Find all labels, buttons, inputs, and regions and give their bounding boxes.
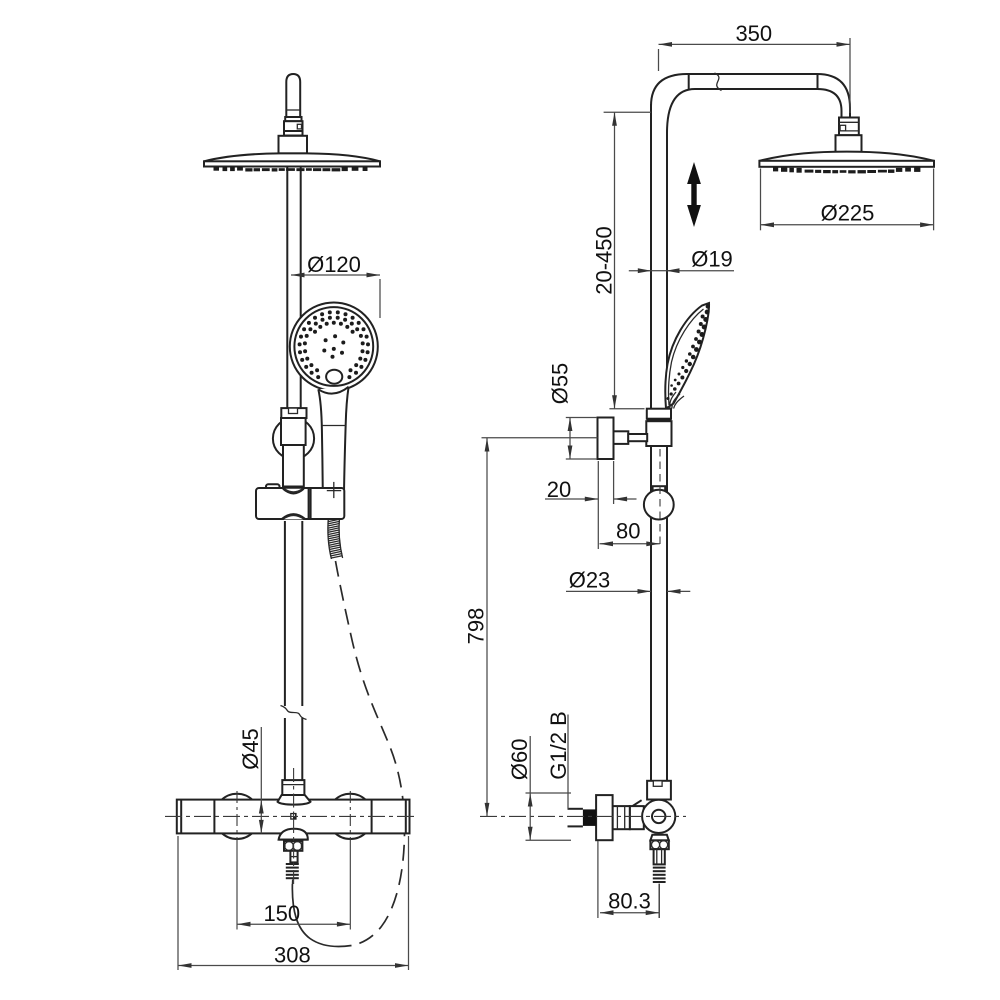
- svg-text:Ø19: Ø19: [691, 247, 733, 272]
- svg-text:G1/2 B: G1/2 B: [546, 711, 571, 779]
- svg-text:Ø23: Ø23: [569, 568, 611, 593]
- svg-text:308: 308: [274, 942, 311, 967]
- svg-text:798: 798: [463, 608, 488, 645]
- svg-text:Ø55: Ø55: [547, 363, 572, 405]
- svg-text:150: 150: [263, 901, 300, 926]
- svg-text:350: 350: [735, 21, 772, 46]
- svg-text:80.3: 80.3: [608, 889, 651, 914]
- svg-text:Ø225: Ø225: [821, 201, 875, 226]
- svg-text:20-450: 20-450: [591, 226, 616, 295]
- svg-text:Ø45: Ø45: [238, 728, 263, 770]
- svg-text:Ø120: Ø120: [307, 252, 361, 277]
- svg-text:80: 80: [616, 518, 640, 543]
- svg-text:Ø60: Ø60: [507, 739, 532, 781]
- svg-text:20: 20: [547, 477, 571, 502]
